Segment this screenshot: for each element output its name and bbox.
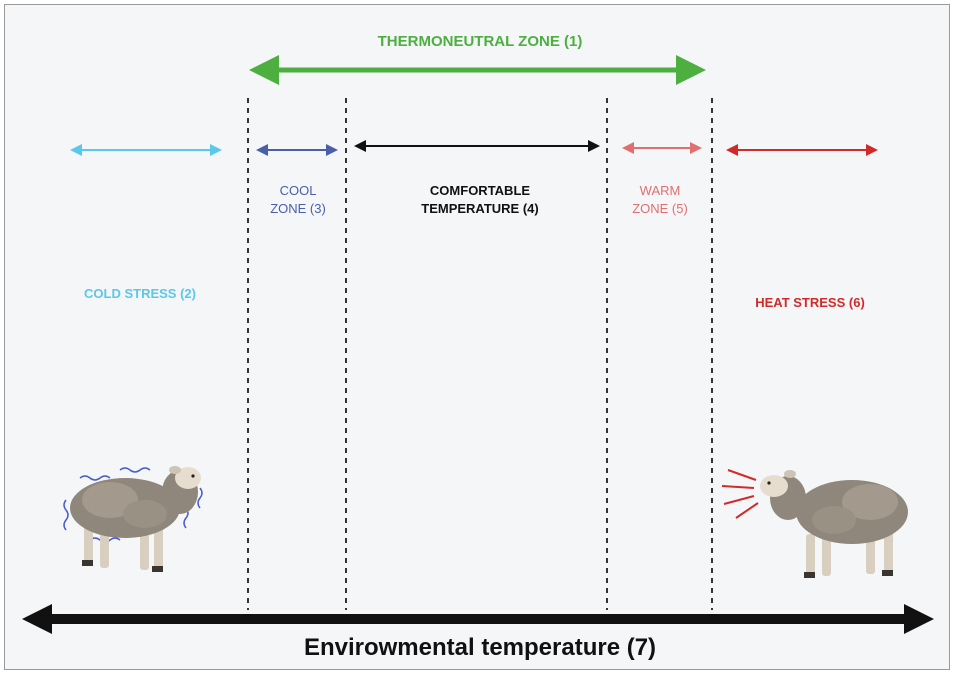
- environmental-temperature-label: Envirowmental temperature (7): [303, 634, 657, 661]
- environmental-temperature-axis: [22, 604, 934, 634]
- warm-zone-label: WARM ZONE (5): [632, 183, 688, 216]
- panting-sheep-icon: [721, 469, 908, 578]
- thermoneutral-zone-label: THERMONEUTRAL ZONE (1): [377, 33, 583, 50]
- cold-stress-label: COLD STRESS (2): [84, 286, 196, 301]
- shivering-sheep-icon: [63, 466, 203, 572]
- cool-zone-label: COOL ZONE (3): [270, 183, 326, 216]
- zone-boundaries: [247, 98, 713, 610]
- comfortable-temperature-label: COMFORTABLE TEMPERATURE (4): [421, 183, 539, 216]
- heat-stress-label: HEAT STRESS (6): [755, 295, 865, 310]
